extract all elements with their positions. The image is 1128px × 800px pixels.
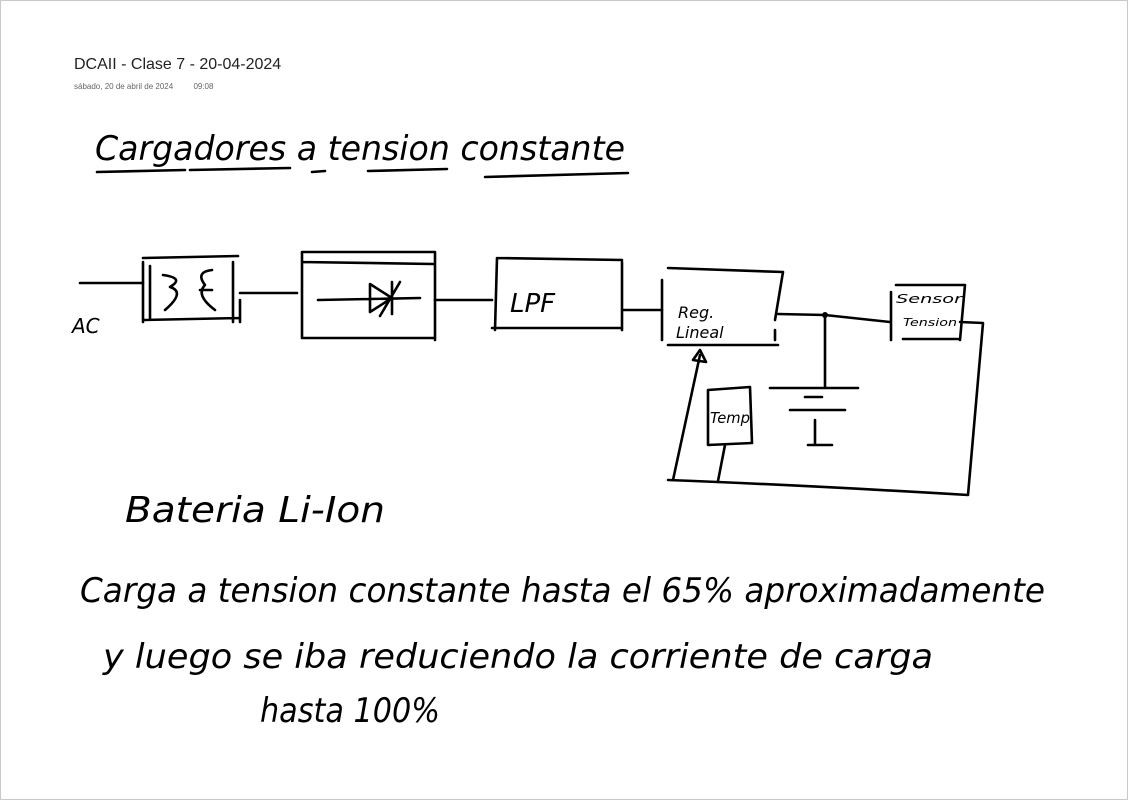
transformer-block xyxy=(141,254,242,324)
temp-sensor-block: Temp xyxy=(706,385,754,483)
regulator-label-2: Lineal xyxy=(676,323,724,342)
page-time: 09:08 xyxy=(193,82,214,91)
note-line-3: hasta 100% xyxy=(260,691,440,731)
rectifier-block xyxy=(300,250,437,342)
heading-text: Cargadores a tension constante xyxy=(95,129,625,169)
page-date: sábado, 20 de abril de 2024 xyxy=(74,82,174,91)
lpf-label: LPF xyxy=(510,289,556,319)
linear-regulator-block: Reg. Lineal xyxy=(660,266,785,347)
sensor-label-1: Sensor xyxy=(896,292,964,306)
note-line-1: Carga a tension constante hasta el 65% a… xyxy=(80,571,1045,611)
battery-heading: Bateria Li-Ion xyxy=(125,490,385,531)
sensor-label-2: Tension xyxy=(903,316,957,329)
temp-label: Temp xyxy=(710,409,750,427)
regulator-label-1: Reg. xyxy=(678,303,714,322)
page-timestamp: sábado, 20 de abril de 2024 09:08 xyxy=(74,82,231,91)
voltage-sensor-block: Sensor Tension xyxy=(889,283,967,342)
note-line-2: y luego se iba reduciendo la corriente d… xyxy=(102,637,933,677)
heading-underlines xyxy=(95,166,630,179)
lpf-block: LPF xyxy=(490,256,624,332)
block-diagram: AC LPF Reg. Lineal Sensor Tension xyxy=(70,250,985,497)
ac-input-label: AC xyxy=(70,314,100,338)
page-title[interactable]: DCAII - Clase 7 - 20-04-2024 xyxy=(74,56,282,73)
